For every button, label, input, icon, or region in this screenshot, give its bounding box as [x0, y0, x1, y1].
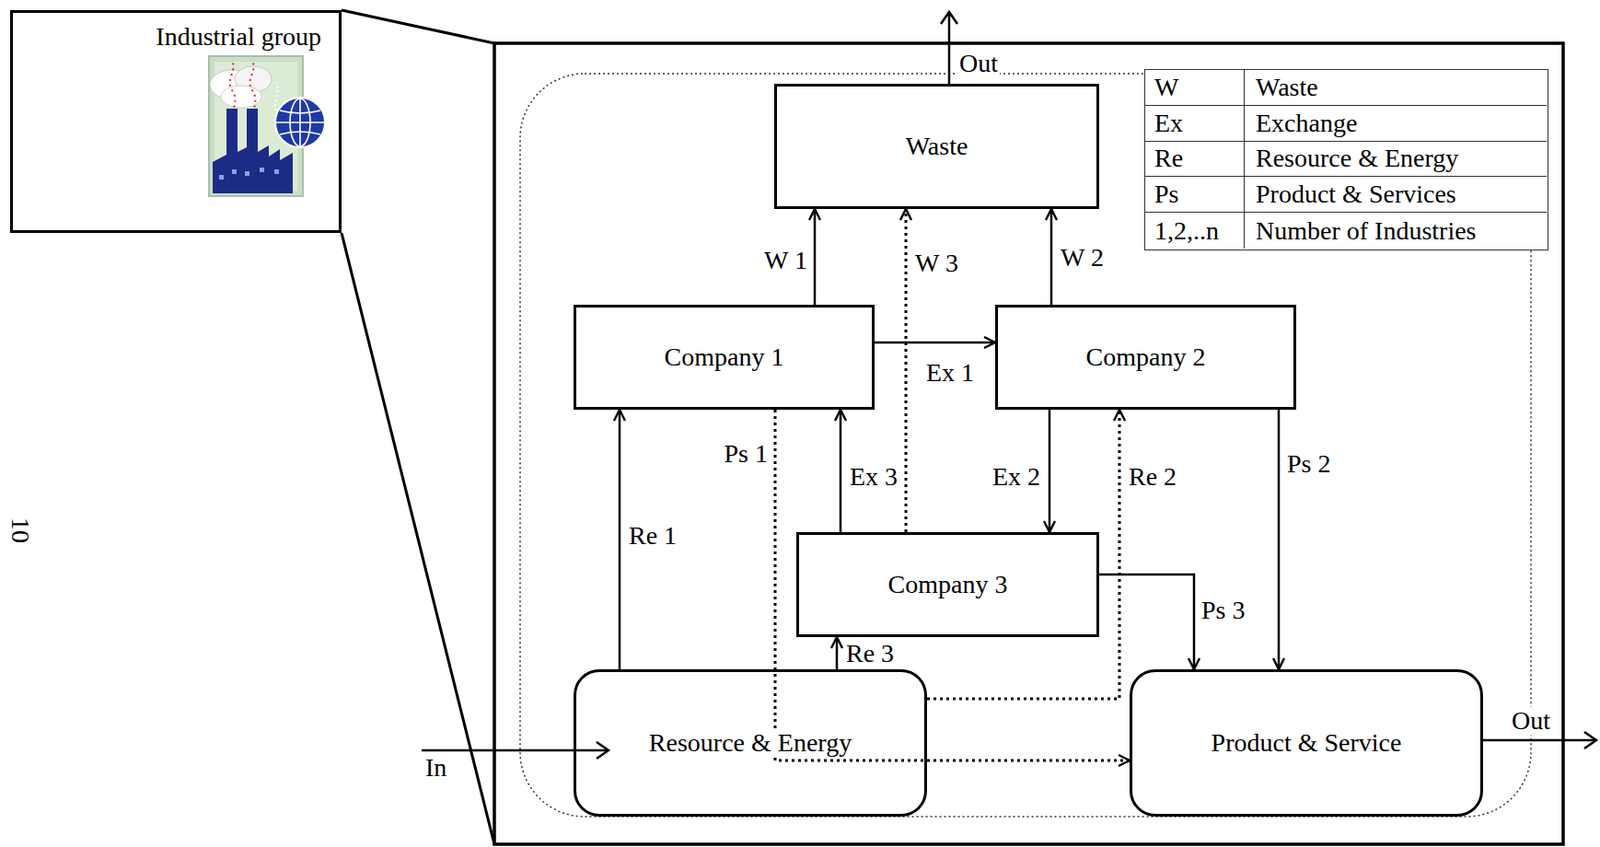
output-label: Out: [1509, 707, 1553, 736]
table-abbreviation: Re: [1145, 141, 1245, 178]
flow-arrow: [618, 409, 622, 670]
waste-box: Waste: [774, 83, 1100, 209]
flow-arrow: [813, 208, 817, 305]
table-meaning: Product & Services: [1244, 176, 1547, 213]
output-label: Out: [957, 49, 1000, 79]
flow-label: Re 2: [1126, 463, 1179, 492]
node-text: Company 2: [1083, 342, 1209, 372]
flow-arrow: [1277, 409, 1281, 670]
input-arrowhead: [596, 742, 609, 759]
flow-label: Re 3: [844, 639, 896, 669]
input-label: In: [423, 753, 449, 783]
company-box: Company 3: [796, 532, 1100, 638]
page-number: 10: [6, 515, 35, 545]
dotted-flow-arrow: [927, 409, 1120, 699]
table-meaning: Waste: [1244, 69, 1547, 106]
node-text: Company 3: [885, 569, 1011, 600]
node-text: Waste: [903, 131, 972, 162]
node-text: Industrial group: [152, 22, 325, 52]
flow-label: Ps 3: [1199, 596, 1247, 626]
flow-label: W 1: [762, 246, 810, 276]
dotted-flow-arrow: [775, 409, 1130, 761]
product-box: Product & Service: [1129, 669, 1484, 817]
flow-arrow: [1050, 208, 1054, 305]
system-frame: [494, 43, 1564, 845]
output-arrowhead: [940, 11, 958, 24]
flow-label: Ex 1: [924, 359, 976, 388]
resource-box: Resource & Energy: [573, 669, 928, 817]
table-meaning: Number of Industries: [1244, 212, 1547, 249]
input-arrow: [421, 749, 608, 753]
node-text: Company 1: [661, 342, 788, 372]
flow-arrow: [1099, 574, 1195, 670]
node-text: Resource & Energy: [646, 728, 855, 758]
flow-arrow: [1048, 409, 1052, 533]
output-arrowhead: [1584, 731, 1597, 749]
flow-label: Re 1: [626, 521, 679, 551]
flow-arrow: [874, 341, 996, 345]
flow-label: Ps 1: [722, 440, 770, 469]
flow-label: Ex 2: [990, 463, 1043, 492]
table-abbreviation: W: [1145, 69, 1245, 106]
output-arrow: [948, 12, 951, 84]
table-abbreviation: Ex: [1145, 105, 1245, 142]
company-box: Company 2: [995, 304, 1297, 410]
dotted-flow-arrow: [904, 208, 908, 533]
flow-label: W 2: [1058, 243, 1106, 273]
output-arrow: [1483, 739, 1596, 743]
table-abbreviation: Ps: [1145, 176, 1245, 213]
zoom-line: [341, 10, 495, 44]
abbreviation-table: WWasteExExchangeReResource & EnergyPsPro…: [1144, 69, 1549, 251]
table-meaning: Resource & Energy: [1244, 141, 1547, 178]
company-box: Company 1: [573, 304, 875, 410]
node-text: Product & Service: [1208, 728, 1405, 758]
flow-label: Ps 2: [1285, 450, 1333, 479]
factory-icon: [208, 56, 325, 197]
group-box: Industrial group: [10, 10, 342, 233]
flow-arrow: [835, 637, 839, 670]
flow-arrow: [839, 409, 843, 533]
flow-label: Ex 3: [847, 463, 900, 492]
table-abbreviation: 1,2,..n: [1145, 212, 1245, 249]
flow-label: W 3: [913, 249, 961, 279]
zoom-line: [341, 232, 495, 845]
table-meaning: Exchange: [1244, 105, 1547, 142]
